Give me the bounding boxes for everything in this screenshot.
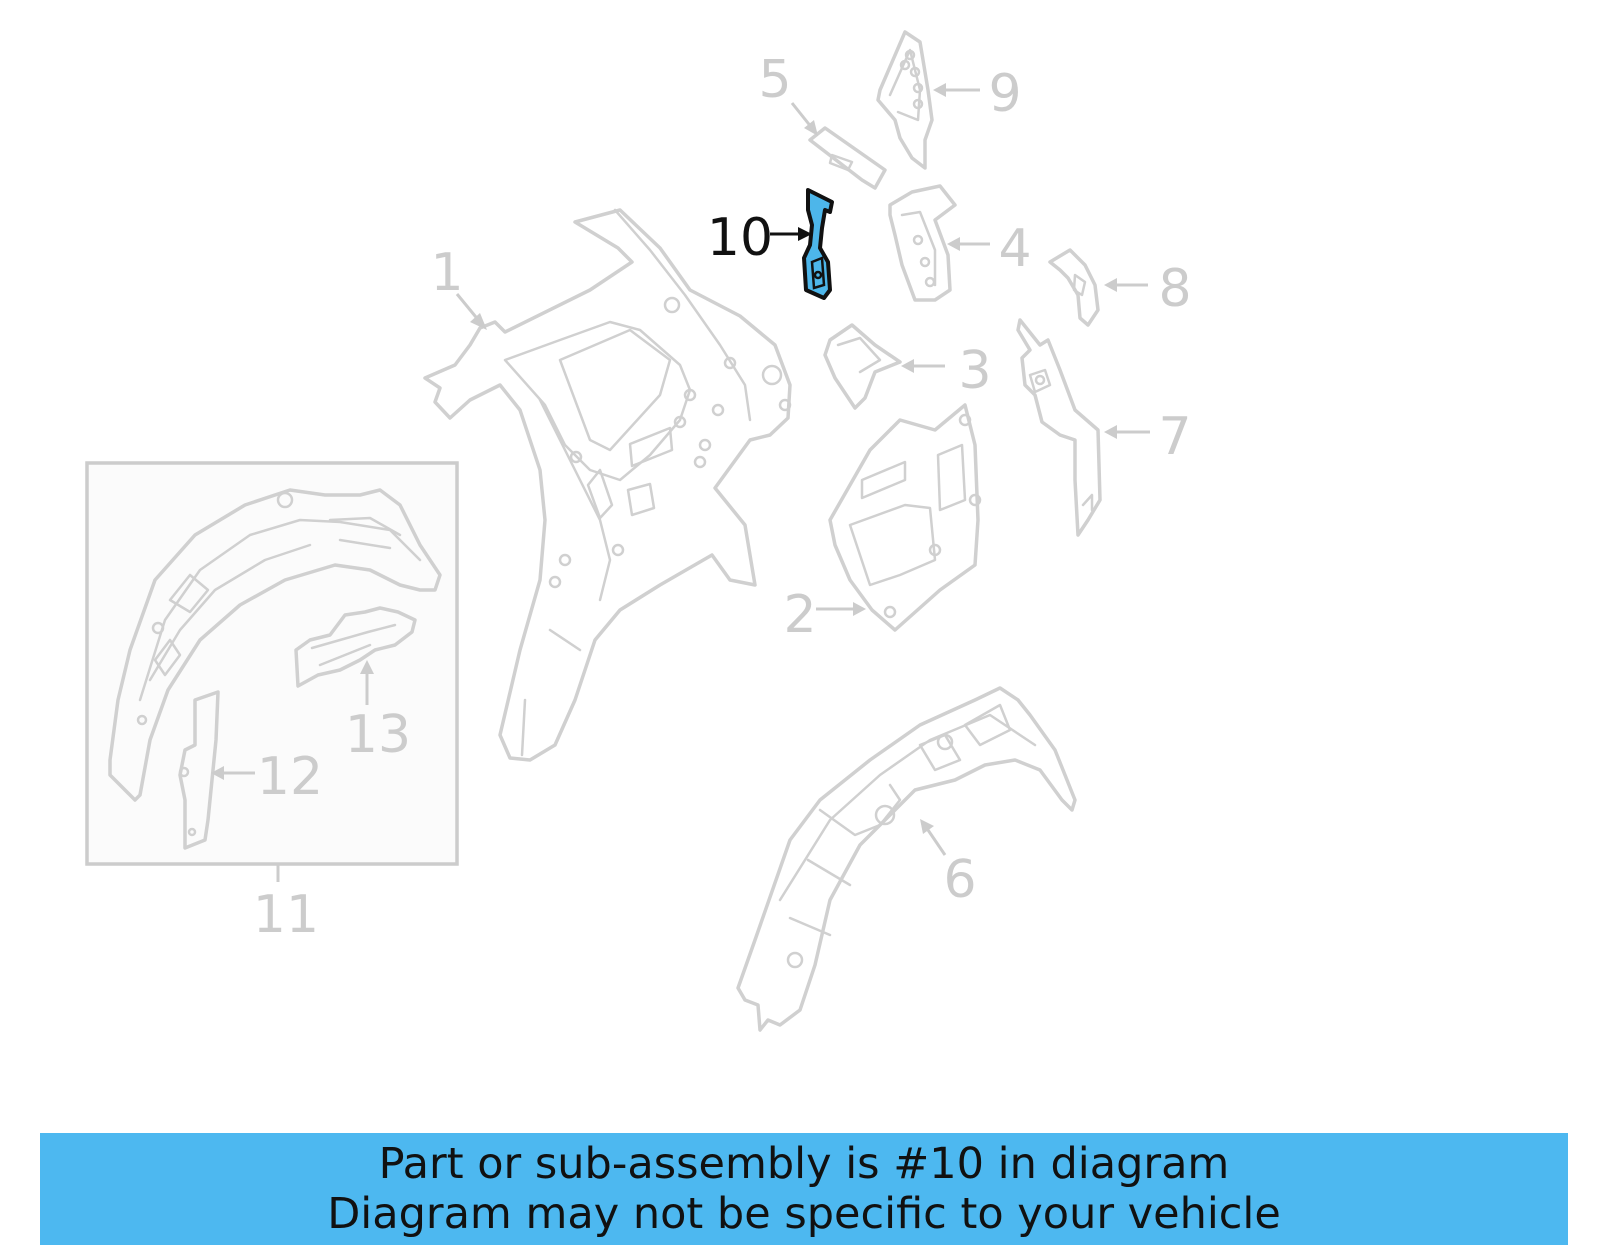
leader-6 — [920, 819, 947, 856]
part-11-inner-wheelhouse[interactable] — [108, 488, 442, 802]
callout-3: 3 — [958, 341, 991, 401]
leader-5 — [790, 102, 818, 136]
leader-12 — [211, 766, 255, 780]
part-2-inner-panel[interactable] — [828, 403, 982, 632]
callout-6: 6 — [943, 850, 976, 910]
banner-line-part-number: Part or sub-assembly is #10 in diagram — [378, 1139, 1230, 1189]
part-8-small-bracket[interactable] — [1048, 248, 1100, 327]
inset-box-11 — [85, 461, 459, 882]
part-3-bracket[interactable] — [823, 323, 902, 410]
callout-9: 9 — [988, 64, 1021, 124]
part-13-small-panel[interactable] — [294, 606, 417, 688]
part-1-quarter-inner-panel[interactable] — [423, 208, 792, 762]
leader-1 — [455, 293, 487, 330]
leader-4 — [947, 237, 990, 251]
callout-11: 11 — [253, 885, 319, 945]
callout-8: 8 — [1158, 259, 1191, 319]
leader-2 — [816, 602, 866, 616]
info-banner: Part or sub-assembly is #10 in diagram D… — [40, 1133, 1568, 1245]
callout-5: 5 — [758, 50, 791, 110]
callout-12: 12 — [257, 747, 323, 807]
callout-7: 7 — [1158, 407, 1191, 467]
leader-8 — [1104, 278, 1148, 292]
part-6-wheelhouse-outer[interactable] — [736, 686, 1077, 1032]
leader-3 — [901, 359, 945, 373]
callout-1: 1 — [430, 243, 463, 303]
banner-line-disclaimer: Diagram may not be specific to your vehi… — [327, 1189, 1281, 1239]
callout-10: 10 — [707, 208, 773, 268]
part-9-pillar-reinforcement[interactable] — [876, 30, 934, 170]
leader-13 — [360, 660, 374, 705]
leader-9 — [933, 83, 980, 97]
leader-7 — [1104, 425, 1150, 439]
part-7-long-bracket[interactable] — [1016, 318, 1102, 537]
leader-10 — [770, 227, 812, 241]
callout-4: 4 — [998, 219, 1031, 279]
part-12-narrow-bracket[interactable] — [178, 690, 220, 850]
callout-13: 13 — [345, 705, 411, 765]
callout-2: 2 — [783, 585, 816, 645]
part-4-pillar-bracket[interactable] — [888, 184, 957, 302]
part-10-highlighted-bracket[interactable] — [802, 188, 834, 300]
part-5-reinforcement[interactable] — [808, 126, 887, 190]
